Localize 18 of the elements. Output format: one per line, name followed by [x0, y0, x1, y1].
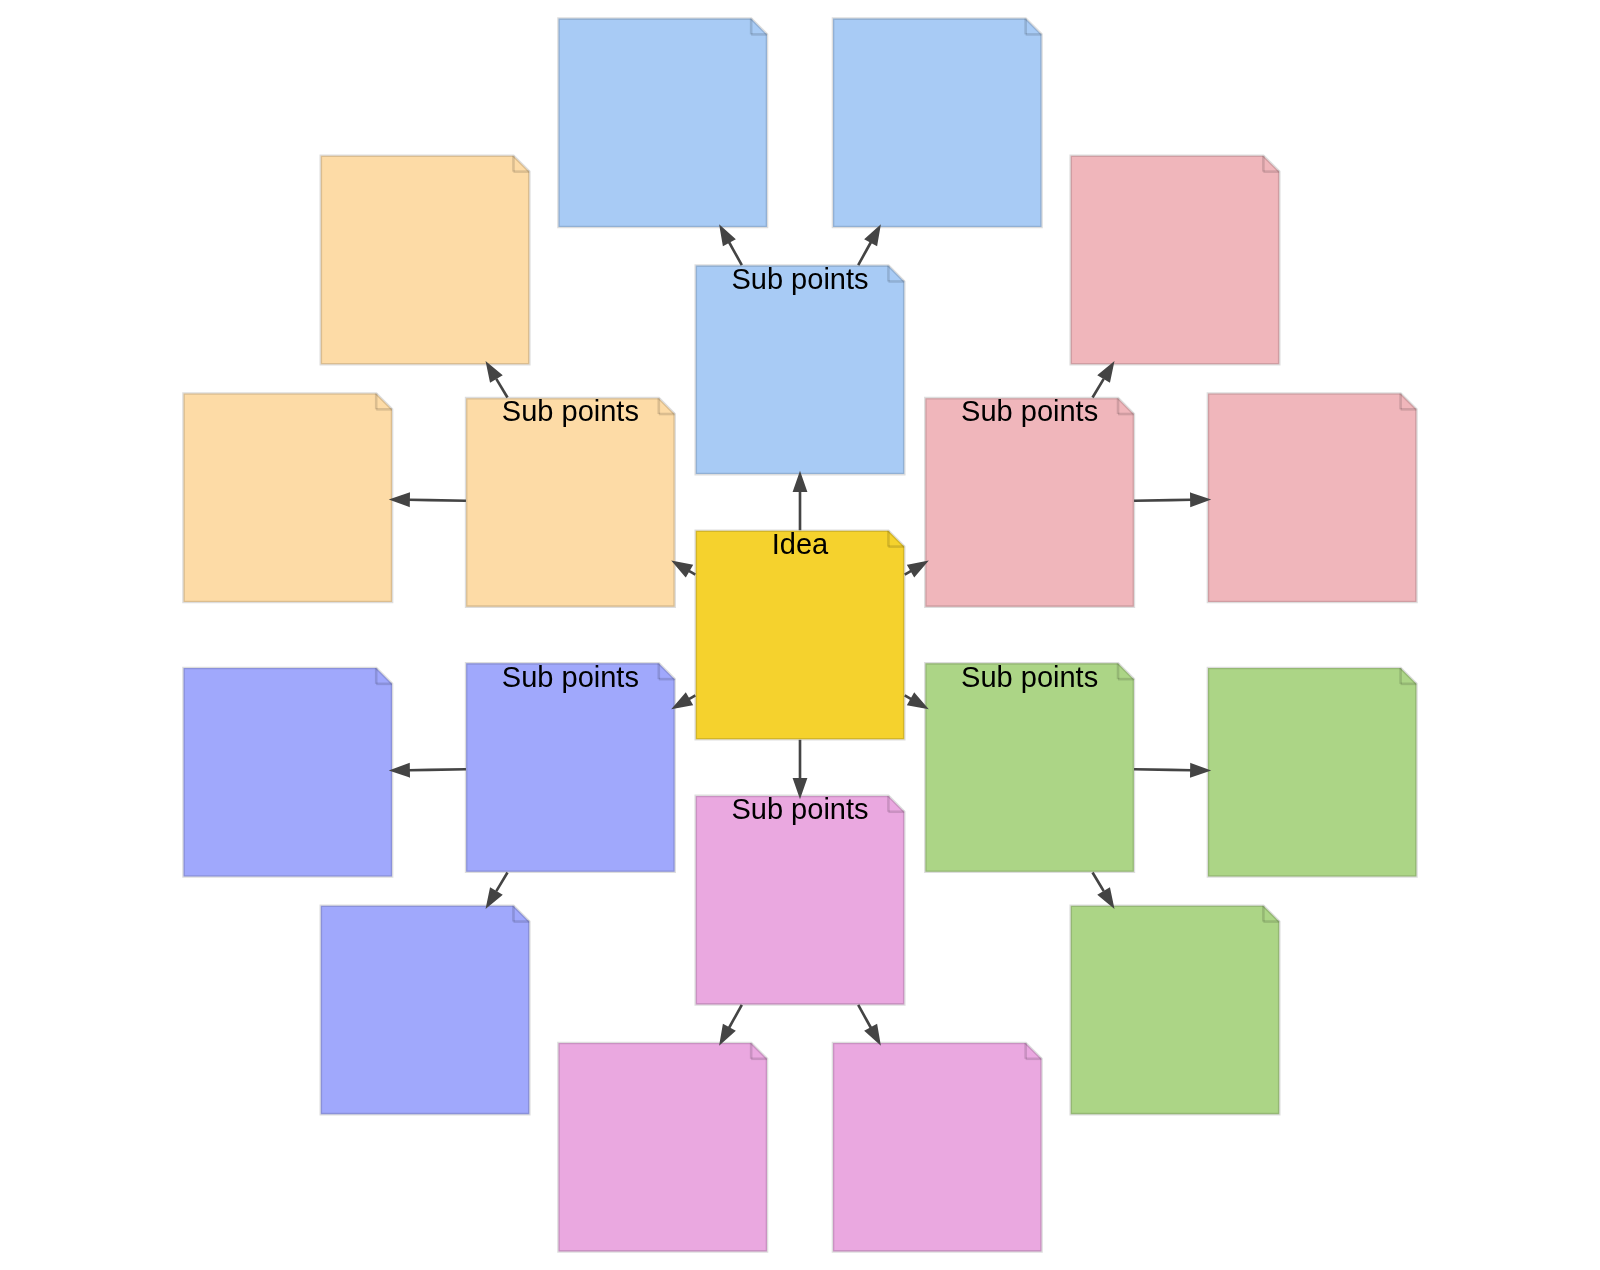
arrow	[671, 560, 696, 578]
arrow	[792, 739, 808, 800]
arrow	[719, 1004, 743, 1046]
arrow	[792, 470, 808, 531]
arrow	[857, 224, 881, 266]
arrow	[485, 360, 509, 399]
arrow	[1091, 360, 1115, 399]
arrow	[388, 762, 466, 778]
arrow	[1091, 871, 1115, 910]
arrow	[388, 492, 466, 508]
arrow	[1134, 492, 1212, 508]
arrow	[904, 692, 929, 710]
arrow	[857, 1004, 881, 1046]
arrow	[904, 560, 929, 578]
arrow	[1134, 762, 1212, 778]
arrow	[719, 224, 743, 266]
arrow	[485, 871, 509, 910]
arrow	[671, 692, 696, 710]
